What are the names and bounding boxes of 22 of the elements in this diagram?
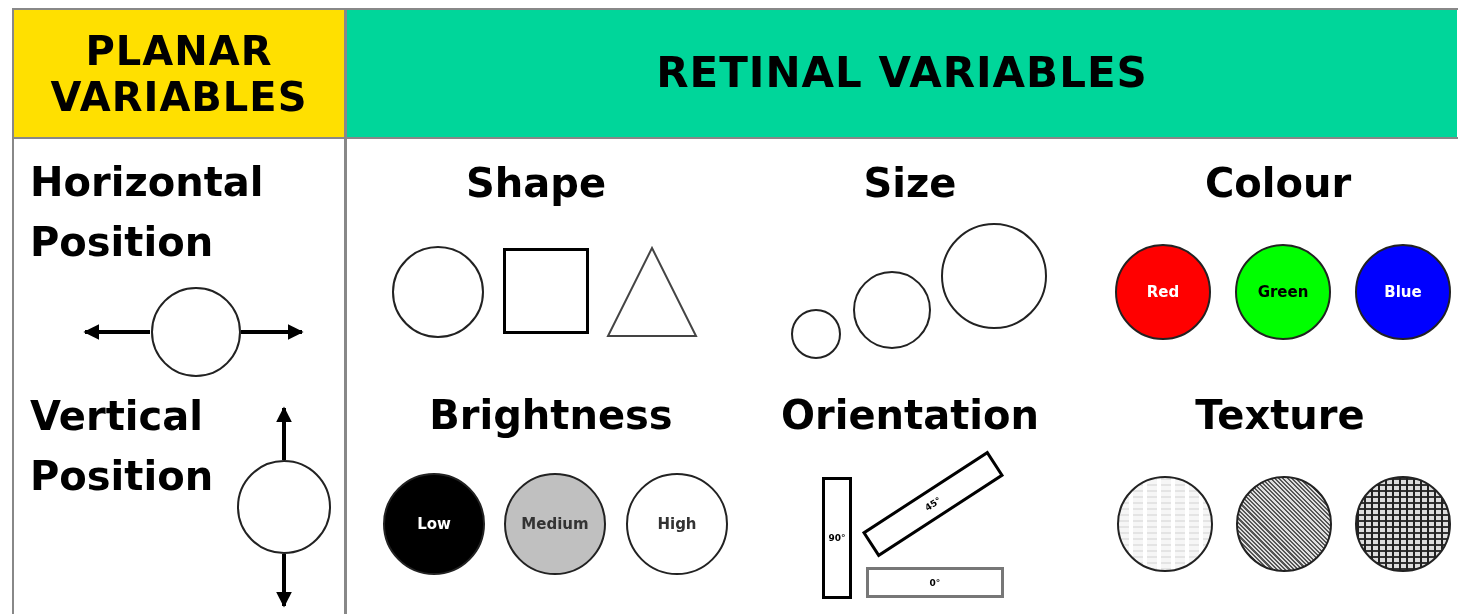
tilted-bar: 45° (861, 450, 1005, 558)
labeled-circle: Low (383, 473, 485, 575)
labeled-circle: High (626, 473, 728, 575)
labeled-circle: Green (1235, 244, 1331, 340)
variable-title: Texture (1194, 391, 1366, 440)
vertical-bar: 90° (822, 477, 852, 599)
square-shape (503, 248, 589, 334)
labeled-circle: Red (1115, 244, 1211, 340)
variable-title: Vertical Position (30, 392, 215, 501)
small-circle (791, 309, 841, 359)
labeled-circle: Blue (1355, 244, 1451, 340)
triangle-shape (606, 246, 698, 338)
table-header: PLANAR VARIABLES (13, 9, 345, 138)
variable-title: Horizontal Position (30, 158, 265, 267)
variable-title: Shape (464, 159, 607, 208)
variable-title: Orientation (780, 391, 1040, 440)
horizontal-bar: 0° (866, 567, 1004, 598)
variable-title: Brightness (428, 391, 674, 440)
variable-title: Colour (1203, 159, 1353, 208)
labeled-circle: Medium (504, 473, 606, 575)
variable-title: Size (862, 159, 958, 208)
table-header: RETINAL VARIABLES (347, 9, 1457, 138)
